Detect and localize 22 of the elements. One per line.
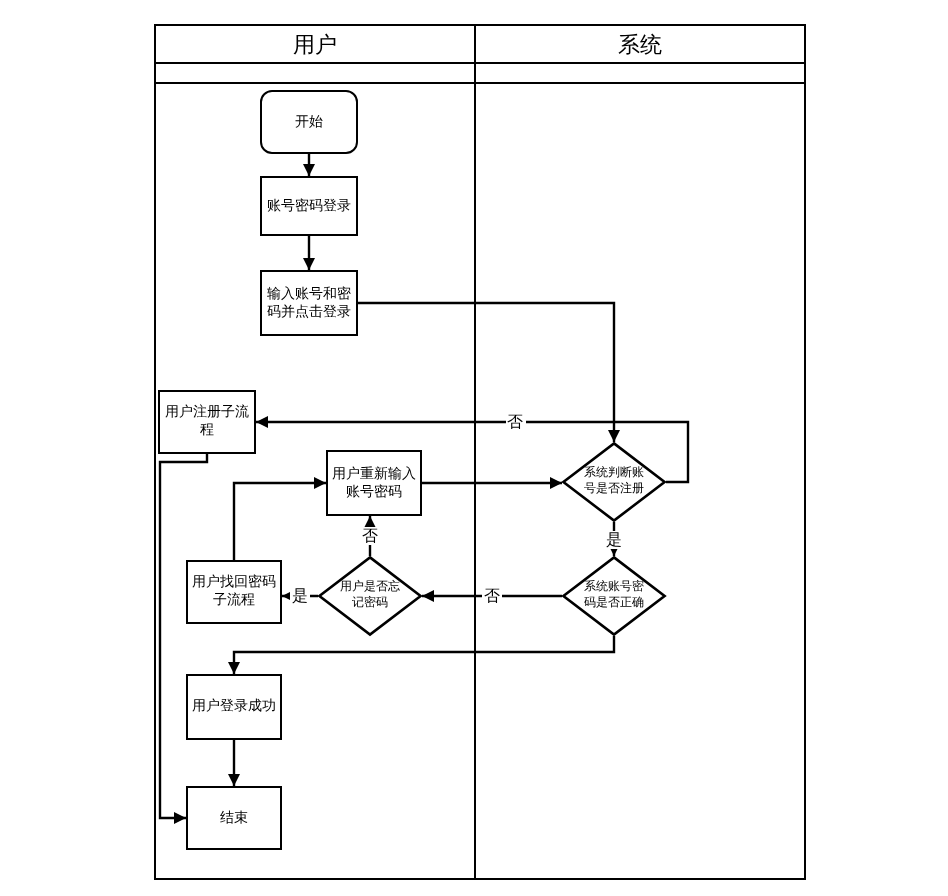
arrow xyxy=(422,477,562,489)
arrow xyxy=(364,516,376,556)
edge-label: 否 xyxy=(482,587,502,605)
arrow xyxy=(422,590,562,602)
arrow xyxy=(228,636,616,674)
swimlane xyxy=(474,24,806,880)
arrow xyxy=(232,477,326,560)
arrow xyxy=(158,454,209,824)
arrow xyxy=(228,740,240,786)
swimlane xyxy=(154,24,476,880)
arrow xyxy=(608,522,620,556)
arrow xyxy=(303,154,315,176)
arrow xyxy=(256,416,690,484)
arrow xyxy=(303,236,315,270)
edge-label: 否 xyxy=(505,413,526,431)
edge-label: 否 xyxy=(360,527,380,545)
lane-header: 用户 xyxy=(156,26,474,64)
arrow xyxy=(282,590,318,602)
edge-label: 是 xyxy=(290,587,310,605)
arrow xyxy=(358,301,620,442)
edge-label: 是 xyxy=(604,530,624,548)
lane-header: 系统 xyxy=(476,26,804,64)
